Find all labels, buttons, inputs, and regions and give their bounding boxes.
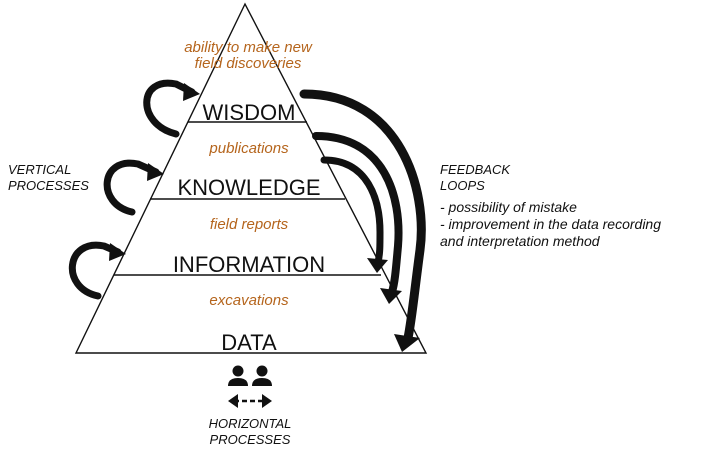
feedback-bullet-2: - improvement in the data recording bbox=[440, 216, 661, 232]
top-text-line-2: field discoveries bbox=[195, 55, 302, 72]
feedback-bullet-3: and interpretation method bbox=[440, 233, 601, 249]
level-knowledge: KNOWLEDGE bbox=[177, 175, 320, 200]
level-wisdom: WISDOM bbox=[203, 100, 296, 125]
vertical-label-line-1: VERTICAL bbox=[8, 162, 71, 177]
bidirectional-arrow-icon bbox=[228, 394, 272, 408]
vertical-arrow-top bbox=[143, 79, 200, 138]
horizontal-label-line-1: HORIZONTAL bbox=[209, 416, 292, 431]
feedback-title-line-2: LOOPS bbox=[440, 178, 485, 193]
pyramid-outline bbox=[74, 2, 428, 354]
vertical-arrow-middle bbox=[103, 159, 164, 216]
vertical-arrow-bottom bbox=[69, 241, 126, 300]
feedback-arrow-outer bbox=[299, 89, 426, 352]
feedback-bullet-1: - possibility of mistake bbox=[440, 199, 577, 215]
feedback-arrow-middle bbox=[312, 132, 403, 304]
between-excavations: excavations bbox=[209, 292, 289, 309]
vertical-label-line-2: PROCESSES bbox=[8, 178, 89, 193]
feedback-arrow-inner bbox=[320, 156, 388, 273]
top-text-line-1: ability to make new bbox=[184, 39, 313, 56]
horizontal-label-line-2: PROCESSES bbox=[210, 432, 291, 447]
feedback-title-line-1: FEEDBACK bbox=[440, 162, 511, 177]
level-information: INFORMATION bbox=[173, 252, 325, 277]
between-publications: publications bbox=[208, 140, 289, 157]
level-data: DATA bbox=[221, 330, 277, 355]
between-field-reports: field reports bbox=[210, 216, 289, 233]
people-icon bbox=[228, 365, 272, 386]
